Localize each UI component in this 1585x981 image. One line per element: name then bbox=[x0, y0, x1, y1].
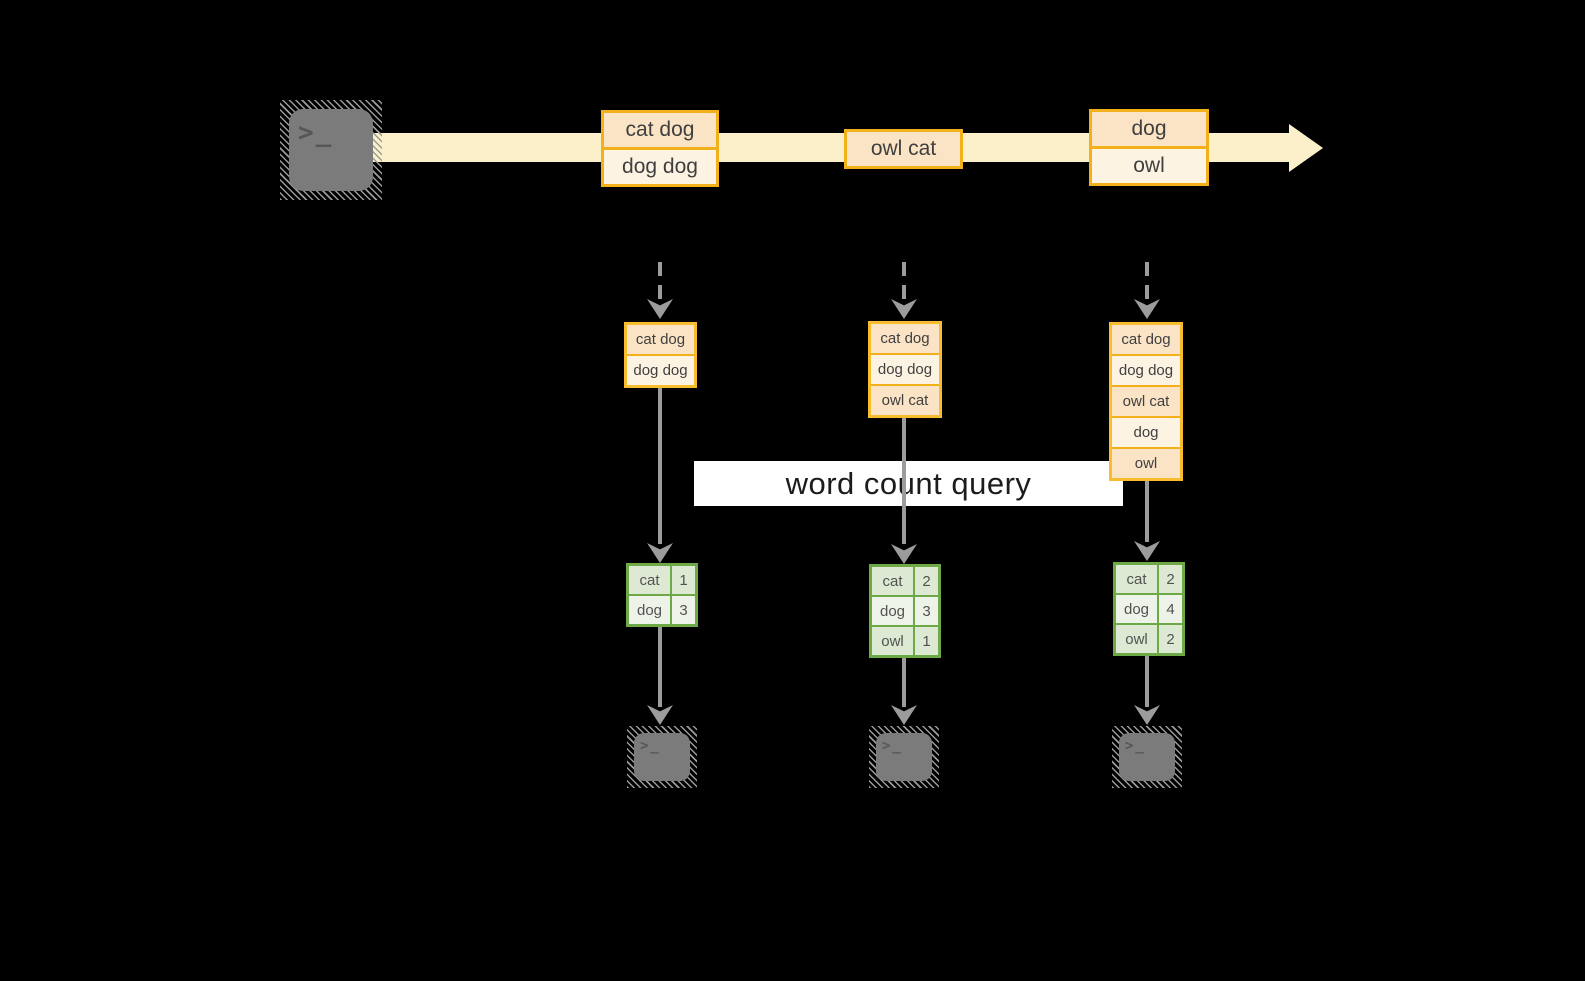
query-arrow-line bbox=[1145, 481, 1149, 542]
query-label: word count query bbox=[785, 465, 1032, 501]
source-terminal: >_ bbox=[280, 100, 382, 200]
terminal-prompt-icon: >_ bbox=[298, 118, 334, 148]
arrow-down-icon bbox=[891, 544, 917, 564]
table-row: cat 2 bbox=[872, 567, 938, 595]
query-arrow-line bbox=[902, 418, 906, 544]
state-cell: dog dog bbox=[627, 354, 694, 385]
table-row: owl 2 bbox=[1116, 623, 1182, 653]
state-box-3: cat dog dog dog owl cat dog owl bbox=[1109, 322, 1183, 481]
table-cell-count: 2 bbox=[913, 567, 938, 595]
table-row: cat 2 bbox=[1116, 565, 1182, 593]
state-cell: owl cat bbox=[1112, 385, 1180, 416]
table-cell-word: owl bbox=[872, 627, 913, 655]
count-table-2: cat 2 dog 3 owl 1 bbox=[869, 564, 941, 658]
table-cell-word: cat bbox=[629, 566, 670, 594]
terminal-icon bbox=[1119, 733, 1175, 781]
state-cell: dog dog bbox=[871, 353, 939, 384]
event-box-2: owl cat bbox=[844, 129, 963, 169]
query-banner: word count query bbox=[694, 461, 1123, 506]
arrow-down-icon bbox=[891, 299, 917, 319]
table-cell-word: owl bbox=[1116, 625, 1157, 653]
table-cell-count: 3 bbox=[670, 596, 695, 624]
state-cell: dog bbox=[1112, 416, 1180, 447]
table-row: dog 4 bbox=[1116, 593, 1182, 623]
table-cell-word: cat bbox=[1116, 565, 1157, 593]
state-cell: owl cat bbox=[871, 384, 939, 415]
ingest-arrow-line bbox=[658, 262, 662, 302]
state-cell: cat dog bbox=[627, 325, 694, 354]
table-cell-count: 1 bbox=[670, 566, 695, 594]
table-row: owl 1 bbox=[872, 625, 938, 655]
state-cell: cat dog bbox=[871, 324, 939, 353]
table-cell-count: 2 bbox=[1157, 565, 1182, 593]
arrow-down-icon bbox=[647, 705, 673, 725]
state-box-2: cat dog dog dog owl cat bbox=[868, 321, 942, 418]
table-cell-count: 2 bbox=[1157, 625, 1182, 653]
arrow-down-icon bbox=[891, 705, 917, 725]
sink-terminal-2: >_ bbox=[869, 726, 939, 788]
terminal-prompt-icon: >_ bbox=[1125, 738, 1146, 754]
table-cell-word: dog bbox=[629, 596, 670, 624]
arrow-down-icon bbox=[1134, 705, 1160, 725]
sink-terminal-1: >_ bbox=[627, 726, 697, 788]
count-table-3: cat 2 dog 4 owl 2 bbox=[1113, 562, 1185, 656]
output-arrow-line bbox=[902, 658, 906, 707]
ingest-arrow-line bbox=[902, 262, 906, 302]
arrow-down-icon bbox=[647, 543, 673, 563]
state-cell: cat dog bbox=[1112, 325, 1180, 354]
output-arrow-line bbox=[1145, 656, 1149, 707]
arrow-down-icon bbox=[1134, 299, 1160, 319]
terminal-icon bbox=[289, 109, 373, 191]
table-cell-count: 4 bbox=[1157, 595, 1182, 623]
query-arrow-line bbox=[658, 388, 662, 544]
table-cell-word: cat bbox=[872, 567, 913, 595]
event-box-3: dog owl bbox=[1089, 109, 1209, 186]
event-box-1: cat dog dog dog bbox=[601, 110, 719, 187]
event-cell: dog dog bbox=[604, 147, 716, 184]
event-cell: dog bbox=[1092, 112, 1206, 146]
terminal-prompt-icon: >_ bbox=[882, 738, 903, 754]
event-cell: owl cat bbox=[847, 132, 960, 166]
table-row: dog 3 bbox=[629, 594, 695, 624]
table-cell-count: 3 bbox=[913, 597, 938, 625]
table-cell-count: 1 bbox=[913, 627, 938, 655]
state-cell: owl bbox=[1112, 447, 1180, 478]
arrow-down-icon bbox=[1134, 541, 1160, 561]
arrow-down-icon bbox=[647, 299, 673, 319]
stream-timeline-arrowhead-icon bbox=[1289, 124, 1323, 172]
table-cell-word: dog bbox=[872, 597, 913, 625]
table-row: dog 3 bbox=[872, 595, 938, 625]
terminal-prompt-icon: >_ bbox=[640, 738, 661, 754]
terminal-icon bbox=[876, 733, 932, 781]
state-cell: dog dog bbox=[1112, 354, 1180, 385]
table-row: cat 1 bbox=[629, 566, 695, 594]
sink-terminal-3: >_ bbox=[1112, 726, 1182, 788]
count-table-1: cat 1 dog 3 bbox=[626, 563, 698, 627]
event-cell: owl bbox=[1092, 146, 1206, 183]
table-cell-word: dog bbox=[1116, 595, 1157, 623]
state-box-1: cat dog dog dog bbox=[624, 322, 697, 388]
terminal-icon bbox=[634, 733, 690, 781]
output-arrow-line bbox=[658, 627, 662, 707]
event-cell: cat dog bbox=[604, 113, 716, 147]
ingest-arrow-line bbox=[1145, 262, 1149, 302]
